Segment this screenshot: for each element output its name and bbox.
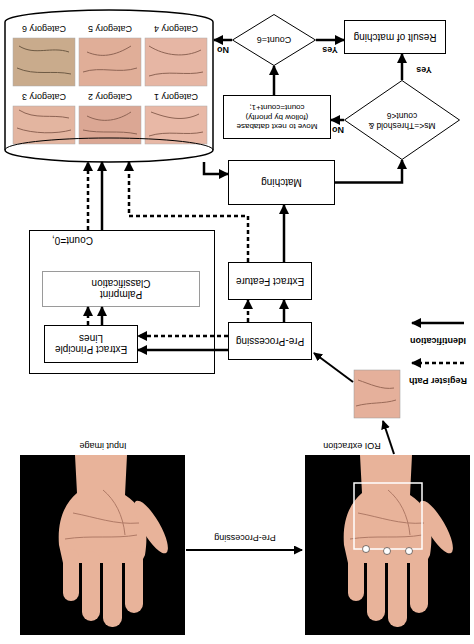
- identification-arrow: [331, 119, 344, 122]
- diamond-shape: [233, 15, 316, 66]
- tile-image: [145, 38, 207, 86]
- node-text: Category 5: [88, 24, 132, 34]
- roi-crop: [354, 370, 400, 418]
- database-cylinder: Category 1 Category 2 Category 3 Category 4…: [4, 10, 214, 162]
- cylinder-shape: [5, 10, 213, 162]
- process-box: Move to next database (follow by priorit…: [223, 95, 331, 139]
- register-arrow: [87, 162, 90, 230]
- keypoint-dot: [406, 548, 413, 555]
- palm-line: [149, 112, 203, 136]
- hand-photo: [344, 455, 459, 627]
- legend-text: Identification: [410, 336, 466, 346]
- node-text: Count=6: [257, 35, 291, 45]
- cylinder-rim: [5, 138, 213, 150]
- roi-photo: [305, 455, 470, 635]
- category-tile: [13, 106, 75, 144]
- node-text: Category 4: [154, 24, 198, 34]
- photo-background: [20, 455, 185, 635]
- identification-arrow: [273, 66, 276, 95]
- palm-line: [356, 400, 396, 406]
- node-text: Palmprint Classification: [81, 278, 161, 301]
- edge-label: Yes: [416, 65, 432, 75]
- input-photo: [20, 455, 185, 635]
- caption-label: Input image: [79, 441, 126, 451]
- flow-arrow: [186, 549, 302, 551]
- category-tile: [145, 106, 207, 144]
- node-text: Ms<=Threshold & count<6: [363, 110, 441, 130]
- node-text: Category 2: [88, 92, 132, 102]
- caption-label: ROI extraction: [323, 441, 381, 451]
- node-text: Move to next database (follow by priorit…: [227, 103, 327, 131]
- photo-background: [305, 455, 470, 635]
- node-text: Extract Feature: [236, 275, 304, 287]
- palm-line: [83, 46, 137, 72]
- identification-arrow: [283, 300, 286, 322]
- identification-arrow: [401, 54, 404, 80]
- palm-line: [17, 46, 71, 74]
- hand-photo: [59, 455, 174, 627]
- category-tile: Category 3: [13, 92, 75, 144]
- category-tile: Category 2: [79, 92, 141, 144]
- process-box: Palmprint Classification: [42, 271, 200, 307]
- node-text: Count=0,: [52, 235, 93, 247]
- node-text: Pre-Processing: [236, 335, 304, 347]
- node-text: Matching: [261, 177, 302, 189]
- palm-line: [358, 380, 394, 388]
- process-box: Extract Principle Lines: [44, 325, 138, 363]
- tile-image: [13, 106, 75, 144]
- flow-arrow: [314, 353, 353, 382]
- result-box: Result of matching: [344, 20, 446, 54]
- node-text: Category 6: [22, 24, 66, 34]
- category-tile: [13, 38, 75, 86]
- edge-label: No: [217, 45, 229, 55]
- process-box: Pre-Processing: [228, 322, 312, 360]
- node-text: Category 1: [154, 92, 198, 102]
- identification-arrow: [335, 160, 402, 183]
- decision-diamond: Count=6: [232, 14, 316, 66]
- edge-label: No: [332, 125, 344, 135]
- process-box: Extract Feature: [228, 262, 312, 300]
- node-text: Extract Principle Lines: [45, 333, 137, 356]
- caption-label: Pre-Processing: [214, 533, 276, 543]
- legend-text: Register Path: [409, 376, 467, 386]
- category-tile: Category 1: [145, 92, 207, 144]
- legend-sample: [412, 322, 464, 325]
- decision-diamond: Ms<=Threshold & count<6: [344, 80, 460, 160]
- keypoint-dot: [384, 548, 391, 555]
- diamond-shape: [345, 81, 460, 160]
- tile-image: [13, 38, 75, 86]
- node-text: Result of matching: [354, 31, 437, 43]
- tile-image: [79, 38, 141, 86]
- category-tile: Category 6: [13, 24, 75, 86]
- identification-arrow: [204, 162, 228, 174]
- identification-arrow: [316, 39, 344, 42]
- keypoint-dot: [363, 546, 370, 553]
- group-box: Count=0, Extract Principle Lines Palmprint…: [29, 230, 215, 374]
- identification-arrow: [214, 39, 232, 42]
- category-tile: Category 4: [145, 24, 207, 86]
- legend-sample: [412, 362, 464, 365]
- palm-line: [17, 110, 71, 133]
- category-tile: [145, 38, 207, 86]
- process-box: Matching: [228, 160, 335, 205]
- roi-square: [354, 483, 422, 549]
- flow-arrow: [383, 421, 394, 454]
- palm-line: [149, 46, 203, 76]
- identification-arrow: [101, 162, 104, 230]
- node-text: Category 3: [22, 92, 66, 102]
- edge-label: Yes: [322, 45, 338, 55]
- category-tile: Category 5: [79, 24, 141, 86]
- category-tile: [79, 38, 141, 86]
- identification-arrow: [283, 205, 286, 262]
- tile-image: [145, 106, 207, 144]
- register-arrow: [247, 300, 250, 322]
- crop-image: [354, 370, 400, 418]
- palm-line: [83, 112, 137, 134]
